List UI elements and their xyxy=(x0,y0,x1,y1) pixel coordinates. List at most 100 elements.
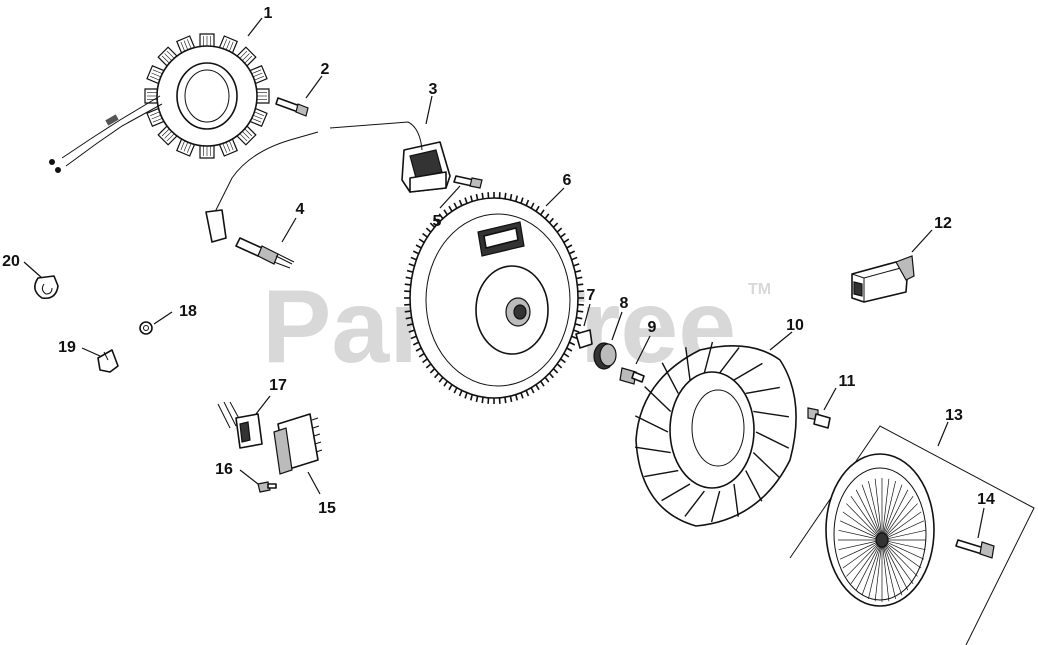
callout-18[interactable]: 18 xyxy=(179,303,197,320)
flywheel-tooth xyxy=(556,363,563,369)
screen-spoke xyxy=(861,484,883,541)
callout-16[interactable]: 16 xyxy=(215,461,233,478)
flywheel-tooth xyxy=(464,392,468,399)
flywheel-tooth xyxy=(481,397,484,404)
screen-spoke xyxy=(881,539,896,600)
flywheel-tooth xyxy=(406,269,414,273)
flywheel-tooth xyxy=(571,335,578,340)
callout-2[interactable]: 2 xyxy=(321,61,330,78)
flywheel-tooth xyxy=(422,358,428,364)
callout-15[interactable]: 15 xyxy=(318,500,336,517)
screw-16-part xyxy=(257,481,277,493)
flywheel-tooth xyxy=(563,238,570,244)
callout-1[interactable]: 1 xyxy=(264,5,273,22)
screen-spoke xyxy=(881,539,922,569)
fan-blade xyxy=(752,452,780,478)
callout-5[interactable]: 5 xyxy=(433,213,442,230)
flywheel-tooth xyxy=(475,395,479,403)
screen-spoke xyxy=(861,539,883,596)
flywheel-tooth xyxy=(412,250,420,255)
screen-spoke xyxy=(881,511,922,541)
flywheel-tooth xyxy=(448,205,453,212)
flywheel-tooth xyxy=(464,197,468,204)
flywheel-tooth xyxy=(429,368,436,374)
flywheel-tooth xyxy=(453,202,458,209)
screen-spoke xyxy=(850,495,883,541)
flywheel-tooth xyxy=(556,227,563,233)
flywheel-tooth xyxy=(412,341,420,346)
flywheel-tooth xyxy=(514,394,519,401)
screen-spoke xyxy=(850,539,883,585)
callout-13[interactable]: 13 xyxy=(945,407,963,424)
flywheel-part xyxy=(404,192,584,404)
flywheel-tooth xyxy=(520,392,524,399)
screw-2-part xyxy=(275,97,309,117)
screen-spoke xyxy=(838,529,883,541)
flywheel-tooth xyxy=(429,222,436,228)
screen-spoke xyxy=(846,503,883,541)
callout-3[interactable]: 3 xyxy=(429,81,438,98)
washer-part xyxy=(593,342,617,370)
fan-blade xyxy=(733,362,763,381)
connector-part xyxy=(851,255,915,303)
fan-blade xyxy=(719,347,740,374)
screen-spoke xyxy=(840,539,883,560)
screen-spoke xyxy=(881,539,924,560)
flywheel-tooth xyxy=(438,376,444,383)
spark-plug-part xyxy=(235,237,295,269)
callout-6[interactable]: 6 xyxy=(563,172,572,189)
flywheel-tooth xyxy=(525,390,530,397)
clip-19-part xyxy=(97,349,119,373)
flywheel-tooth xyxy=(469,195,474,202)
stator-part xyxy=(49,33,270,173)
harness-plug-part xyxy=(217,401,263,449)
fan-blade xyxy=(733,483,739,517)
screen-spoke xyxy=(881,495,914,541)
fan-blade xyxy=(755,431,790,449)
flywheel-tooth xyxy=(458,390,463,397)
callout-7[interactable]: 7 xyxy=(587,287,596,304)
flywheel-tooth xyxy=(410,335,417,340)
washer-18-part xyxy=(139,321,153,335)
fan-blade xyxy=(644,469,679,478)
flywheel-tooth xyxy=(438,213,444,220)
callout-4[interactable]: 4 xyxy=(296,201,305,218)
flywheel-tooth xyxy=(573,263,580,267)
screen-spoke xyxy=(881,484,903,541)
callout-17[interactable]: 17 xyxy=(269,377,287,394)
flywheel-tooth xyxy=(469,394,474,401)
callout-12[interactable]: 12 xyxy=(934,215,952,232)
screen-spoke xyxy=(855,489,883,541)
ignition-module-part xyxy=(205,121,451,243)
flywheel-tooth xyxy=(573,329,580,333)
callout-11[interactable]: 11 xyxy=(839,373,856,390)
callout-20[interactable]: 20 xyxy=(2,253,20,270)
watermark-trademark: TM xyxy=(748,281,771,298)
flywheel-tooth xyxy=(574,323,582,327)
callout-10[interactable]: 10 xyxy=(786,317,804,334)
screen-spoke xyxy=(881,478,890,541)
flywheel-tooth xyxy=(540,209,545,216)
screen-spoke xyxy=(842,511,883,541)
grass-screen-part xyxy=(789,425,1035,645)
screen-spoke xyxy=(881,539,903,596)
flywheel-tooth xyxy=(544,213,550,220)
fan-blade xyxy=(685,347,691,381)
screen-spoke xyxy=(874,478,883,541)
screw-14-part xyxy=(955,539,995,559)
screen-spoke xyxy=(874,539,883,602)
callout-8[interactable]: 8 xyxy=(620,295,629,312)
flywheel-tooth xyxy=(552,222,559,228)
flywheel-tooth xyxy=(520,197,524,204)
flywheel-tooth xyxy=(443,209,448,216)
flywheel-tooth xyxy=(453,387,458,394)
callout-9[interactable]: 9 xyxy=(648,319,657,336)
flywheel-tooth xyxy=(568,250,576,255)
callout-19[interactable]: 19 xyxy=(58,339,76,356)
flywheel-tooth xyxy=(548,372,554,379)
flywheel-tooth xyxy=(410,256,417,261)
callout-14[interactable]: 14 xyxy=(977,491,995,508)
screen-spoke xyxy=(855,539,883,591)
flywheel-tooth xyxy=(405,316,412,320)
